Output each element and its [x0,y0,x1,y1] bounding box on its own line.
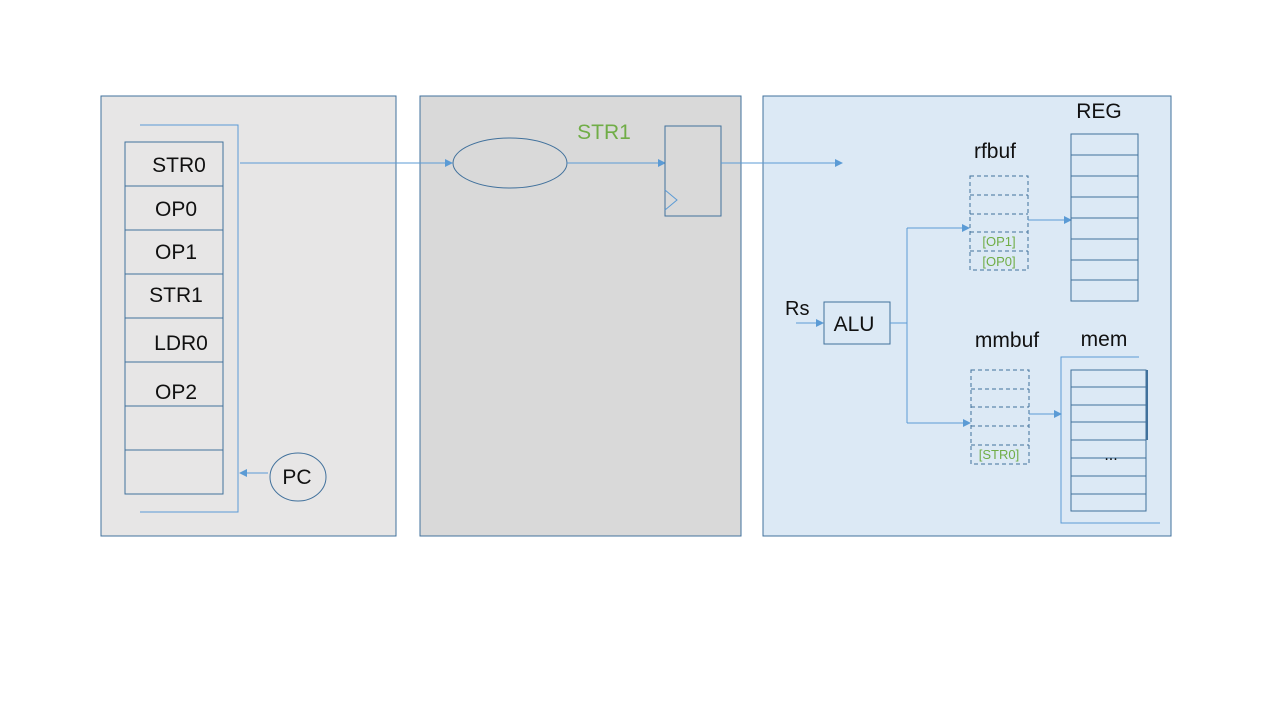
instr-cell-1: OP0 [155,198,197,221]
rfbuf-entry-3: [OP1] [982,234,1015,249]
pipeline-latch [664,125,722,217]
alu-label: ALU [834,313,875,336]
alu-box [823,301,891,345]
decode-current-instr: STR1 [577,121,631,144]
mmbuf-label: mmbuf [975,329,1039,352]
rfbuf-entry-4: [OP0] [982,254,1015,269]
register-file [1070,133,1139,302]
mem-bracket [1060,356,1160,524]
mem-ellipsis: ... [1104,447,1117,464]
clock-triangle [664,189,678,211]
rfbuf-table [969,175,1029,271]
mmbuf-entry-4: [STR0] [979,447,1019,462]
instr-cell-2: OP1 [155,241,197,264]
instruction-memory [124,141,224,495]
rfbuf-label: rfbuf [974,140,1016,163]
instr-cell-5: OP2 [155,381,197,404]
decoder-node [452,137,568,189]
rs-label: Rs [785,298,809,320]
mem-label: mem [1081,328,1128,351]
pc-label: PC [282,466,311,489]
instr-cell-0: STR0 [152,154,206,177]
memory-table [1070,369,1147,512]
mmbuf-table [970,369,1030,465]
pc-node [269,452,327,502]
reg-label: REG [1076,100,1122,123]
instr-cell-4: LDR0 [154,332,208,355]
imem-bracket [140,124,239,513]
instr-cell-3: STR1 [149,284,203,307]
